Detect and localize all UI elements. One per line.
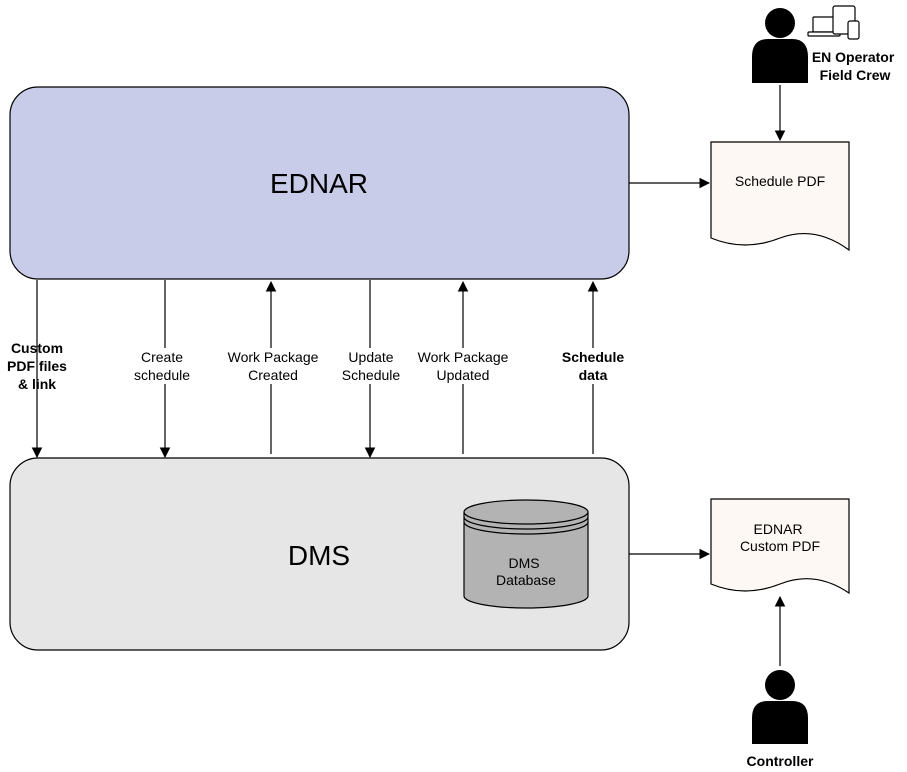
flow-label-line: Schedule — [562, 349, 624, 365]
flow-label-line: Created — [248, 367, 298, 383]
operator-label: EN Operator Field Crew — [812, 49, 898, 83]
flow-label-line: Schedule — [342, 367, 401, 383]
dms-label: DMS — [288, 540, 350, 571]
flow-label-line: Custom — [11, 340, 63, 356]
flow-label-line: schedule — [134, 367, 190, 383]
ednar-label: EDNAR — [270, 168, 368, 199]
flow-label-line: & link — [18, 376, 56, 392]
devices-icon — [807, 5, 860, 40]
schedule-pdf-document[interactable]: Schedule PDF — [710, 141, 850, 252]
controller-head-icon — [765, 670, 795, 700]
flow-label-line: Create — [141, 349, 183, 365]
flow-label-background — [414, 348, 512, 384]
custom-pdf-document[interactable]: EDNAR Custom PDF — [710, 498, 850, 595]
operator-actor[interactable]: EN Operator Field Crew — [752, 5, 898, 83]
operator-label-line: EN Operator — [812, 49, 895, 65]
operator-head-icon — [765, 8, 795, 38]
operator-body-icon — [752, 39, 808, 83]
flow-label-background — [224, 348, 322, 384]
database-label-line: DMS — [508, 555, 539, 571]
dms-database[interactable]: DMS Database — [463, 499, 589, 609]
controller-actor[interactable]: Controller — [747, 670, 814, 769]
flow-label-background — [322, 348, 420, 384]
operator-label-line: Field Crew — [820, 67, 891, 83]
flow-label-line: Updated — [437, 367, 490, 383]
flow-label-line: data — [579, 367, 608, 383]
flow-label: Schedule data — [562, 349, 624, 383]
flow-label-background — [544, 348, 642, 384]
flow-label-line: Update — [348, 349, 393, 365]
flow-label-line: Work Package — [228, 349, 319, 365]
custom-pdf-label-line: Custom PDF — [740, 538, 820, 554]
controller-label: Controller — [747, 753, 814, 769]
custom-pdf-label-line: EDNAR — [754, 521, 803, 537]
ednar-system[interactable]: EDNAR — [9, 86, 630, 280]
schedule-pdf-label: Schedule PDF — [735, 173, 825, 189]
custom-pdf-label: EDNAR Custom PDF — [740, 521, 820, 554]
flow-label: Create schedule — [134, 349, 190, 383]
controller-body-icon — [752, 701, 808, 744]
database-label: DMS Database — [496, 555, 556, 588]
flow-label-line: Work Package — [418, 349, 509, 365]
database-label-line: Database — [496, 572, 556, 588]
flow-label-background — [113, 348, 211, 384]
flow-label-line: PDF files — [7, 358, 67, 374]
schedule-pdf-label-line: Schedule PDF — [735, 173, 825, 189]
